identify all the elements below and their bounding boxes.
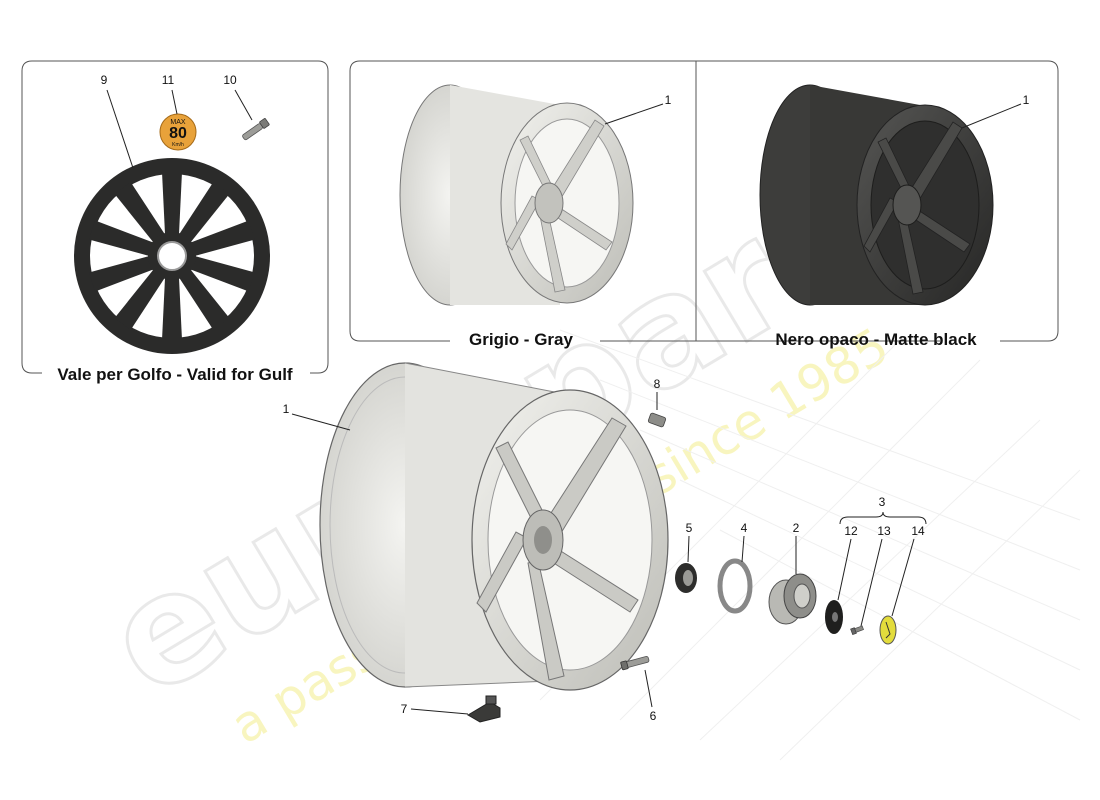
seal-ring: [675, 563, 697, 593]
panel-gray-caption: Grigio - Gray: [469, 330, 573, 349]
wheel-nut: [768, 573, 817, 625]
callout-8: 8: [654, 377, 661, 391]
gray-wheel: [399, 84, 634, 306]
callout-14: 14: [911, 524, 925, 538]
callout-6: 6: [650, 709, 657, 723]
tpms-sensor: [467, 695, 501, 723]
valve: [620, 656, 650, 671]
speed-badge-value: 80: [169, 125, 187, 142]
speed-badge-unit: Km/h: [172, 142, 184, 148]
callout-3: 3: [879, 495, 886, 509]
callout-12: 12: [844, 524, 858, 538]
panel-finishes-frame: [349, 60, 1059, 342]
nut-kit-brace: [839, 511, 927, 525]
badge-clip: [647, 412, 667, 428]
callout-5: 5: [686, 521, 693, 535]
callout-7: 7: [401, 702, 408, 716]
screw: [850, 625, 864, 636]
speed-badge-max: MAX: [170, 119, 186, 126]
matte-wheel: [759, 84, 994, 306]
callout-11: 11: [162, 73, 175, 87]
panel-matte-caption: Nero opaco - Matte black: [775, 330, 977, 349]
panel-finishes: Grigio - Gray Nero opaco - Matte black 1: [349, 60, 1059, 349]
gulf-valve: [242, 118, 270, 141]
emblem: [879, 615, 897, 645]
speed-badge: MAX 80 Km/h: [159, 113, 197, 151]
callout-9: 9: [101, 73, 108, 87]
callout-4: 4: [741, 521, 748, 535]
watermark-grid: [539, 329, 1081, 761]
gulf-wheel: [74, 158, 270, 354]
panel-gulf-caption: Vale per Golfo - Valid for Gulf: [57, 365, 293, 384]
callout-1-main: 1: [283, 402, 290, 416]
callout-10: 10: [223, 73, 237, 87]
callout-1-gray: 1: [665, 93, 672, 107]
spacer-ring: [717, 558, 753, 614]
main-wheel: [319, 362, 669, 691]
panel-gulf: Vale per Golfo - Valid for Gulf: [21, 60, 329, 384]
callout-1-matte: 1: [1023, 93, 1030, 107]
callout-2: 2: [793, 521, 800, 535]
callout-13: 13: [877, 524, 891, 538]
panel-gulf-frame: [21, 60, 329, 374]
washer: [825, 600, 843, 634]
